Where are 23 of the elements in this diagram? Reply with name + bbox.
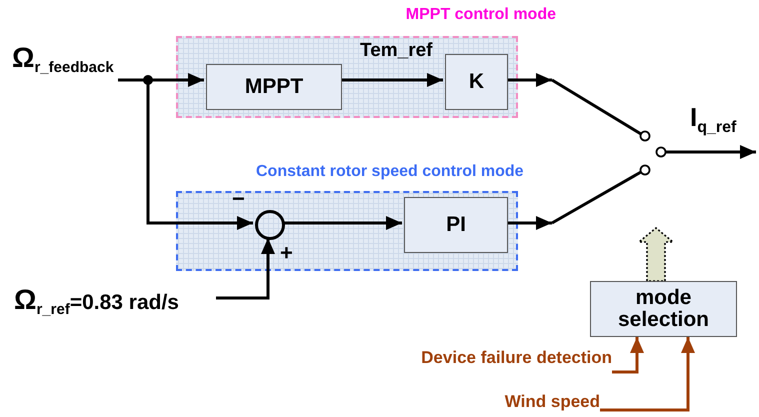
edge-label: I$_{q_ref}$ bbox=[690, 102, 736, 137]
arrow bbox=[506, 73, 552, 87]
arrow bbox=[600, 337, 695, 412]
arrow bbox=[666, 145, 756, 159]
arrow bbox=[283, 216, 402, 230]
sign-label: + bbox=[280, 240, 293, 266]
edge-label: Tem_ref bbox=[360, 40, 433, 62]
arrow bbox=[216, 238, 275, 300]
arrow bbox=[506, 216, 552, 230]
block-box: mode selection bbox=[590, 281, 737, 337]
region-title: Constant rotor speed control mode bbox=[256, 163, 524, 181]
arrow bbox=[612, 337, 644, 374]
arrow bbox=[340, 73, 443, 87]
block-box: PI bbox=[404, 197, 508, 253]
input-signal-label: Device failure detection bbox=[421, 348, 612, 367]
sign-label: − bbox=[232, 186, 245, 212]
signal-label: Ω$_{r_ref}$=0.83 rad/s bbox=[14, 291, 179, 314]
block-arrow bbox=[636, 226, 676, 282]
input-signal-label: Wind speed bbox=[504, 392, 600, 411]
block-box: MPPT bbox=[206, 64, 342, 110]
region-title: MPPT control mode bbox=[406, 6, 556, 24]
block-box: K bbox=[445, 54, 508, 110]
signal-label: Ω$_{r_feedback}$ bbox=[12, 49, 114, 72]
